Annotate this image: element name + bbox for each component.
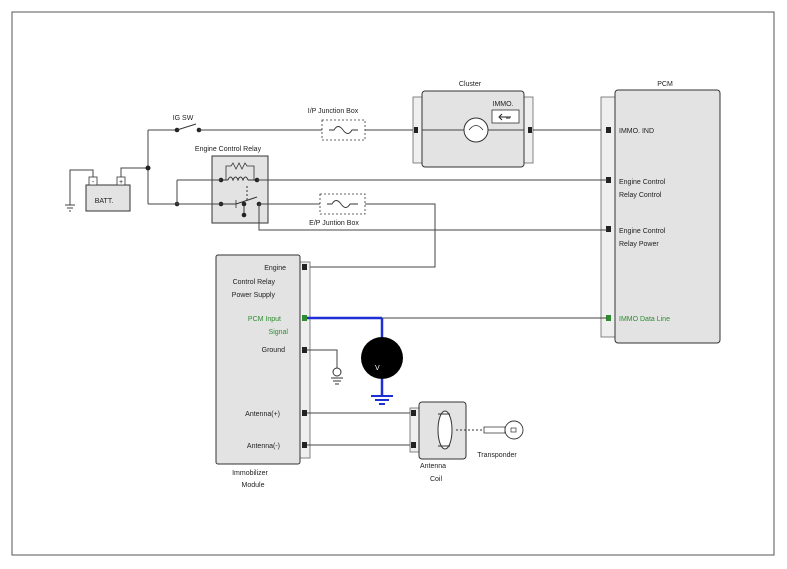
module-pin-relay-supply-label-1: Engine bbox=[264, 265, 286, 272]
ip-fuse-icon bbox=[329, 126, 358, 134]
relay-switch-icon bbox=[221, 196, 258, 205]
module-pin-relay-supply-label-3: Power Supply bbox=[232, 292, 276, 299]
battery: - + BATT. bbox=[85, 176, 131, 212]
module-pin-relay-supply-label-2: Control Relay bbox=[233, 279, 276, 286]
battery-ground-wire bbox=[69, 169, 94, 205]
antenna-coil-label-2: Coil bbox=[430, 476, 443, 483]
antenna-coil-pin-minus bbox=[411, 442, 416, 448]
ep-junction-box-label: E/P Juntion Box bbox=[309, 220, 359, 227]
immo-indicator-label: IMMO. bbox=[493, 101, 514, 108]
ep-to-module-wire bbox=[309, 203, 436, 268]
module-pin-ground-label: Ground bbox=[262, 347, 285, 354]
voltmeter-icon bbox=[361, 337, 403, 379]
relay-coil-icon bbox=[227, 176, 249, 182]
pcm-pin-immo-data bbox=[606, 315, 611, 321]
module-pin-pcm-input-label-2: Signal bbox=[269, 329, 289, 336]
cluster-label: Cluster bbox=[459, 81, 482, 88]
antenna-coil-pin-plus bbox=[411, 410, 416, 416]
module-pin-pcm-input-label-1: PCM Input bbox=[248, 316, 281, 323]
ground-icon bbox=[331, 367, 343, 385]
ig-sw-label: IG SW bbox=[173, 115, 194, 122]
ep-fuse-icon bbox=[327, 200, 358, 208]
immo-key-glyph bbox=[498, 113, 511, 121]
pcm-pin-immo-ind bbox=[606, 127, 611, 133]
module-pin-pcm-input bbox=[302, 315, 307, 321]
antenna-coil-turns bbox=[438, 413, 450, 447]
battery-plus-label: + bbox=[119, 179, 123, 186]
bus-junction bbox=[145, 165, 151, 171]
voltmeter-label: V bbox=[375, 365, 380, 372]
indicator-lamp-icon bbox=[463, 117, 489, 143]
module-pin-antenna-minus-label: Antenna(-) bbox=[247, 443, 280, 450]
antenna-coil-label-1: Antenna bbox=[420, 463, 446, 470]
ig-sw-switch-icon bbox=[176, 123, 197, 131]
cluster-pin-in bbox=[414, 127, 418, 133]
pcm-pin-relay-control-label-1: Engine Control bbox=[619, 179, 666, 186]
pcm-pin-relay-power bbox=[606, 226, 611, 232]
module-pin-relay-supply bbox=[302, 264, 307, 270]
immobilizer-module-label-1: Immobilizer bbox=[232, 470, 268, 477]
module-pin-antenna-plus-label: Antenna(+) bbox=[245, 411, 280, 418]
module-pin-ground bbox=[302, 347, 307, 353]
module-pin-antenna-minus bbox=[302, 442, 307, 448]
pcm-pin-immo-data-label: IMMO Data Line bbox=[619, 316, 670, 323]
pcm-pin-relay-power-label-2: Relay Power bbox=[619, 241, 659, 248]
antenna-coil-icon bbox=[437, 410, 453, 450]
battery-positive-wire bbox=[120, 167, 148, 177]
pcm-label: PCM bbox=[657, 81, 673, 88]
battery-minus-label: - bbox=[92, 179, 95, 186]
chassis-ground-icon bbox=[65, 204, 75, 212]
immobilizer-module-box bbox=[215, 254, 301, 465]
pcm-pin-immo-ind-label: IMMO. IND bbox=[619, 128, 654, 135]
lamp-filament bbox=[468, 125, 484, 131]
relay-resistor-icon bbox=[225, 162, 255, 180]
relay-power-wire bbox=[258, 204, 607, 231]
transponder-label: Transponder bbox=[477, 452, 517, 459]
pcm-pin-relay-control bbox=[606, 177, 611, 183]
module-ground-wire bbox=[307, 349, 338, 368]
pcm-pin-relay-control-label-2: Relay Control bbox=[619, 192, 662, 199]
ep-junction-box bbox=[319, 193, 366, 215]
engine-control-relay-label: Engine Control Relay bbox=[195, 146, 262, 153]
module-pin-antenna-plus bbox=[302, 410, 307, 416]
ip-junction-box-label: I/P Junction Box bbox=[308, 108, 359, 115]
immobilizer-module-label-2: Module bbox=[242, 482, 265, 489]
pcm-box bbox=[614, 89, 721, 344]
relay-internal-terminal bbox=[241, 212, 247, 218]
pcm-pin-relay-power-label-1: Engine Control bbox=[619, 228, 666, 235]
transponder-key-icon bbox=[483, 420, 524, 440]
cluster-pin-out bbox=[528, 127, 532, 133]
meter-ground-icon bbox=[371, 395, 393, 405]
battery-label: BATT. bbox=[95, 198, 114, 205]
engine-control-relay-box bbox=[211, 155, 269, 224]
